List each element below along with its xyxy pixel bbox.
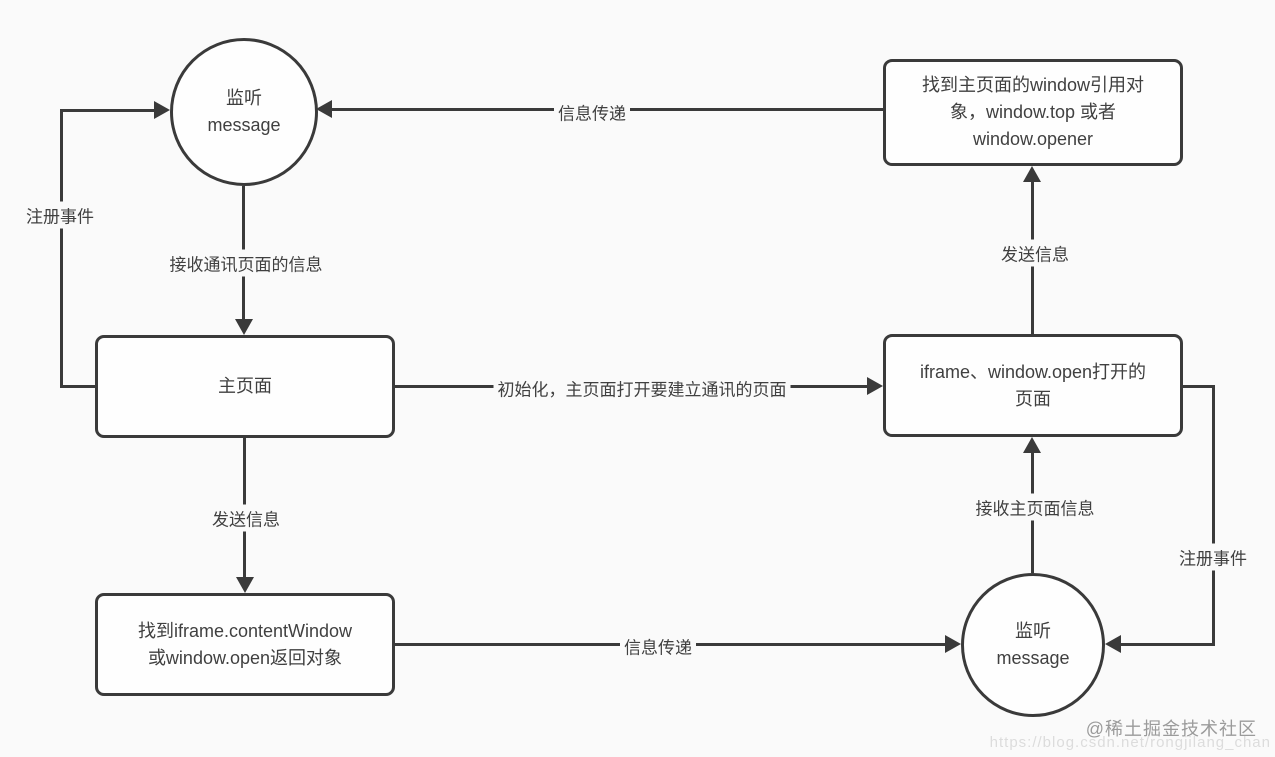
watermark-url: https://blog.csdn.net/rongjilang_chan [989,734,1271,751]
edge-line-register-left-bottom [60,385,95,388]
node-label: 主页面 [218,376,272,396]
arrowhead-up-icon [1023,437,1041,453]
find-iframe-ref-node: 找到iframe.contentWindow 或window.open返回对象 [95,593,395,696]
arrowhead-down-icon [236,577,254,593]
arrowhead-right-icon [945,635,961,653]
edge-label-receive-main: 接收主页面信息 [971,493,1099,521]
edge-label-register-left: 注册事件 [22,201,98,229]
arrowhead-right-icon [154,101,170,119]
edge-line-register-right-vertical [1212,385,1215,646]
edge-label-send-left: 发送信息 [208,504,284,532]
node-label: iframe、window.open打开的 页面 [919,361,1147,409]
listen-message-node-bottom: 监听 message [961,573,1105,717]
arrowhead-right-icon [867,377,883,395]
edge-line-register-right-top [1183,385,1215,388]
edge-label-init: 初始化，主页面打开要建立通讯的页面 [493,374,791,402]
edge-line-register-right-bottom [1121,643,1215,646]
arrowhead-up-icon [1023,166,1041,182]
arrowhead-left-icon [316,100,332,118]
edge-label-register-right: 注册事件 [1175,543,1251,571]
node-label: 监听 message [207,88,281,135]
listen-message-node-top: 监听 message [170,38,318,186]
edge-line-register-left-top [60,109,155,112]
find-window-ref-node: 找到主页面的window引用对 象，window.top 或者 window.o… [883,59,1183,166]
arrowhead-down-icon [235,319,253,335]
edge-label-info-bottom: 信息传递 [620,632,696,660]
watermark-community: @稀土掘金技术社区 [1085,719,1257,739]
opened-page-node: iframe、window.open打开的 页面 [883,334,1183,437]
edge-line-register-left-vertical [60,109,63,388]
node-label: 找到主页面的window引用对 象，window.top 或者 window.o… [921,75,1145,149]
edge-label-receive-comm: 接收通讯页面的信息 [165,249,327,277]
arrowhead-left-icon [1105,635,1121,653]
main-page-node: 主页面 [95,335,395,438]
edge-label-send-right: 发送信息 [997,239,1073,267]
node-label: 找到iframe.contentWindow 或window.open返回对象 [137,620,353,668]
edge-label-info-top: 信息传递 [554,98,630,126]
node-label: 监听 message [996,621,1070,668]
